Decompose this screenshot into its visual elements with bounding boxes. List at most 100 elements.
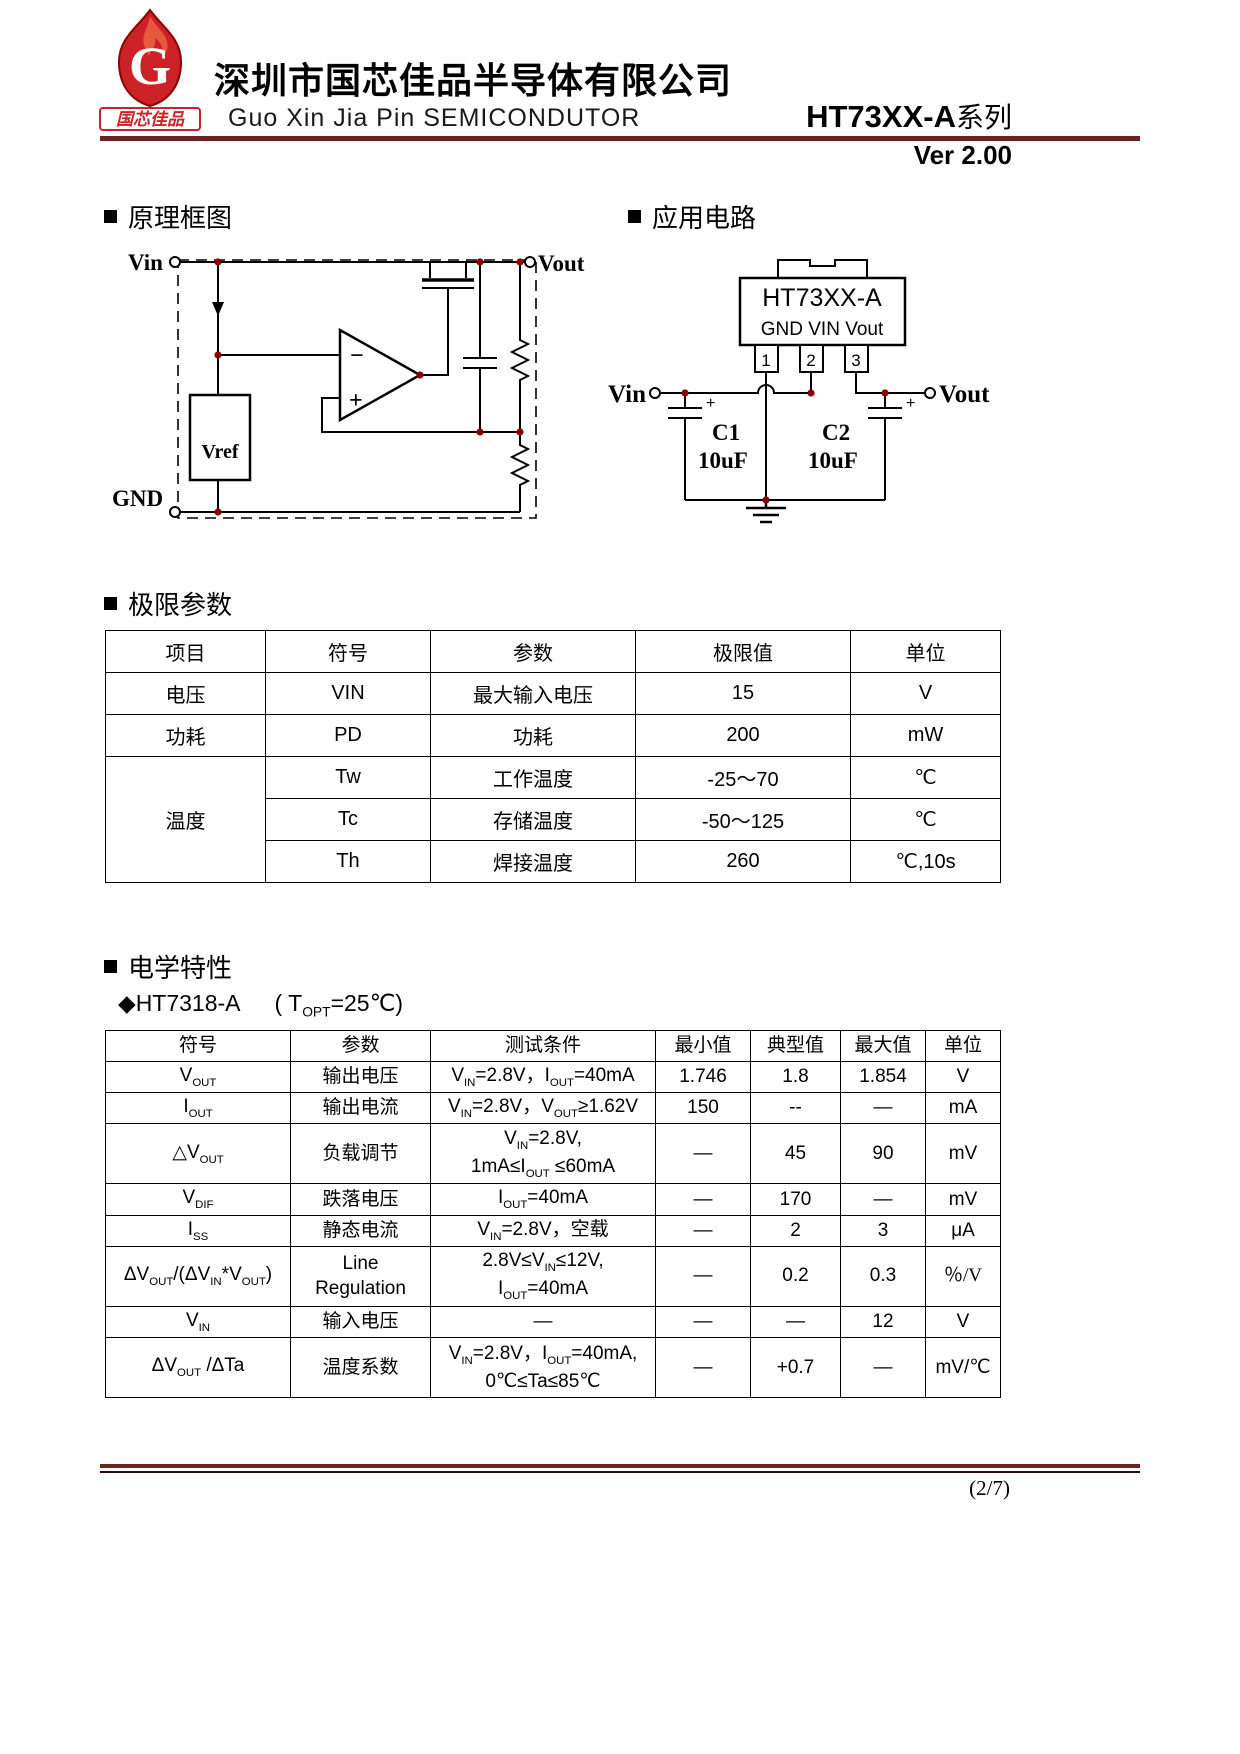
cell-max: 3 [840, 1214, 926, 1247]
vin-label: Vin [608, 381, 646, 408]
cell-param: 焊接温度 [430, 840, 636, 883]
cell-typ: +0.7 [750, 1336, 841, 1398]
elec-row: ΔVOUT/(ΔVIN*VOUT) Line Regulation 2.8V≤V… [105, 1245, 1001, 1307]
vout-terminal [924, 387, 936, 399]
cell-param: 输入电压 [290, 1305, 431, 1338]
cell-symbol: ΔVOUT/(ΔVIN*VOUT) [105, 1245, 291, 1307]
logo-caption-box [99, 107, 201, 131]
limits-table: 项目 符号 参数 极限值 单位 电压 VIN 最大输入电压 15 V 功耗 PD… [105, 630, 1001, 883]
cell-max: — [840, 1183, 926, 1216]
series-title: HT73XX-A系列 [806, 96, 1012, 136]
elec-row: VIN 输入电压 — — — 12 V [105, 1305, 1001, 1338]
opamp-minus-sign: − [350, 343, 364, 369]
resistor-r2-icon [509, 440, 531, 490]
cell-value: 15 [635, 672, 851, 715]
series-suffix: 系列 [955, 103, 1012, 134]
logo-flame-inner-icon [143, 16, 168, 58]
c1-value-label: 10uF [698, 448, 748, 473]
cell-condition: VIN=2.8V，IOUT=40mA, 0℃≤Ta≤85℃ [430, 1336, 656, 1398]
cell-symbol: VOUT [105, 1060, 291, 1094]
col-header-max: 最大值 [840, 1030, 926, 1062]
cell-symbol: VDIF [105, 1183, 291, 1216]
cell-typ: 1.8 [750, 1060, 841, 1094]
square-bullet-icon [628, 210, 641, 223]
gate-drive-wire [420, 288, 449, 376]
col-header-min: 最小值 [655, 1030, 751, 1062]
col-header-condition: 测试条件 [430, 1030, 656, 1062]
section-title-text: 原理框图 [128, 204, 233, 233]
cell-typ: — [750, 1305, 841, 1338]
application-circuit: HT73XX-A GND VIN Vout 1 2 3 + + Vin Vout… [608, 259, 990, 524]
limits-row: 功耗 PD 功耗 200 mW [105, 714, 1001, 757]
opamp-triangle-icon [338, 327, 423, 423]
limits-row: Th 焊接温度 260 ℃,10s [106, 840, 1001, 883]
vout-label: Vout [538, 251, 585, 276]
section-title-text: 应用电路 [652, 204, 757, 233]
cell-unit: ％/V [925, 1245, 1001, 1307]
cell-condition: — [430, 1305, 656, 1338]
c1-name-label: C1 [712, 420, 740, 445]
cell-param: 最大输入电压 [430, 672, 636, 715]
cell-symbol: Th [265, 840, 431, 883]
resistor-r1-icon [509, 335, 531, 385]
elec-row: VDIF 跌落电压 IOUT=40mA — 170 — mV [105, 1183, 1001, 1216]
cell-param: 温度系数 [290, 1336, 431, 1398]
section-title-text: 极限参数 [128, 591, 233, 620]
cell-max: — [840, 1336, 926, 1398]
cell-typ: -- [750, 1092, 841, 1125]
package-body [738, 276, 907, 347]
square-bullet-icon [104, 960, 117, 973]
cell-max: 12 [840, 1305, 926, 1338]
package-pin-names: GND VIN Vout [761, 319, 884, 340]
cell-symbol: Tc [265, 798, 431, 841]
cell-max: 0.3 [840, 1245, 926, 1307]
block-diagram: Vref − + Vin Vout GND [112, 250, 585, 519]
page-number: (2/7) [969, 1476, 1010, 1500]
cell-symbol: VIN [265, 672, 431, 715]
cell-param: 功耗 [430, 714, 636, 757]
cell-condition: VIN=2.8V，空载 [430, 1214, 656, 1247]
pin3-number: 3 [851, 351, 860, 370]
cell-max: 90 [840, 1123, 926, 1185]
cell-symbol: ΔVOUT /ΔTa [105, 1336, 291, 1398]
cell-min: — [655, 1214, 751, 1247]
c2-polarity-sign: + [906, 395, 915, 412]
cell-min: — [655, 1305, 751, 1338]
elec-row: ISS 静态电流 VIN=2.8V，空载 — 2 3 μA [105, 1214, 1001, 1247]
cell-typ: 0.2 [750, 1245, 841, 1307]
cell-value: -50～125 [635, 798, 851, 841]
vref-label: Vref [201, 441, 238, 463]
cell-symbol: ISS [105, 1214, 291, 1247]
cell-max: — [840, 1092, 926, 1125]
part-heading-line: ◆HT7318-A ( TOPT=25℃) [118, 990, 403, 1020]
electrical-table: 符号 参数 测试条件 最小值 典型值 最大值 单位 VOUT 输出电压 VIN=… [105, 1030, 1001, 1398]
cell-unit: V [925, 1060, 1001, 1094]
cell-min: — [655, 1245, 751, 1307]
package-part-label: HT73XX-A [762, 284, 882, 312]
c2-value-label: 10uF [808, 448, 858, 473]
series-name: HT73XX-A [806, 99, 956, 134]
cell-symbol: PD [265, 714, 431, 757]
c1-polarity-sign: + [706, 395, 715, 412]
company-name-en: Guo Xin Jia Pin SEMICONDUTOR [228, 104, 641, 132]
cell-typ: 45 [750, 1123, 841, 1185]
cell-param: Line Regulation [290, 1245, 431, 1307]
vin-terminal [169, 256, 181, 268]
cell-condition: VIN=2.8V, 1mA≤IOUT ≤60mA [430, 1123, 656, 1185]
cell-param: 静态电流 [290, 1214, 431, 1247]
cell-symbol: △VOUT [105, 1123, 291, 1185]
cell-typ: 2 [750, 1214, 841, 1247]
elec-row: △VOUT 负载调节 VIN=2.8V, 1mA≤IOUT ≤60mA — 45… [105, 1123, 1001, 1185]
footer-rule-thin [100, 1471, 1140, 1473]
part-condition-label: ( TOPT=25℃) [274, 990, 404, 1020]
limits-row: 温度 Tw 工作温度 -25～70 ℃ [105, 756, 1001, 883]
cell-param: 输出电流 [290, 1092, 431, 1125]
cell-symbol: Tw [265, 756, 431, 799]
vout-wire [855, 372, 925, 394]
cell-item-temperature: 温度 [105, 756, 266, 883]
vout-label: Vout [939, 381, 990, 408]
elec-row: VOUT 输出电压 VIN=2.8V，IOUT=40mA 1.746 1.8 1… [105, 1060, 1001, 1094]
package-tab-icon [777, 259, 868, 278]
opamp-plus-sign: + [349, 388, 363, 414]
vin-terminal [649, 387, 661, 399]
